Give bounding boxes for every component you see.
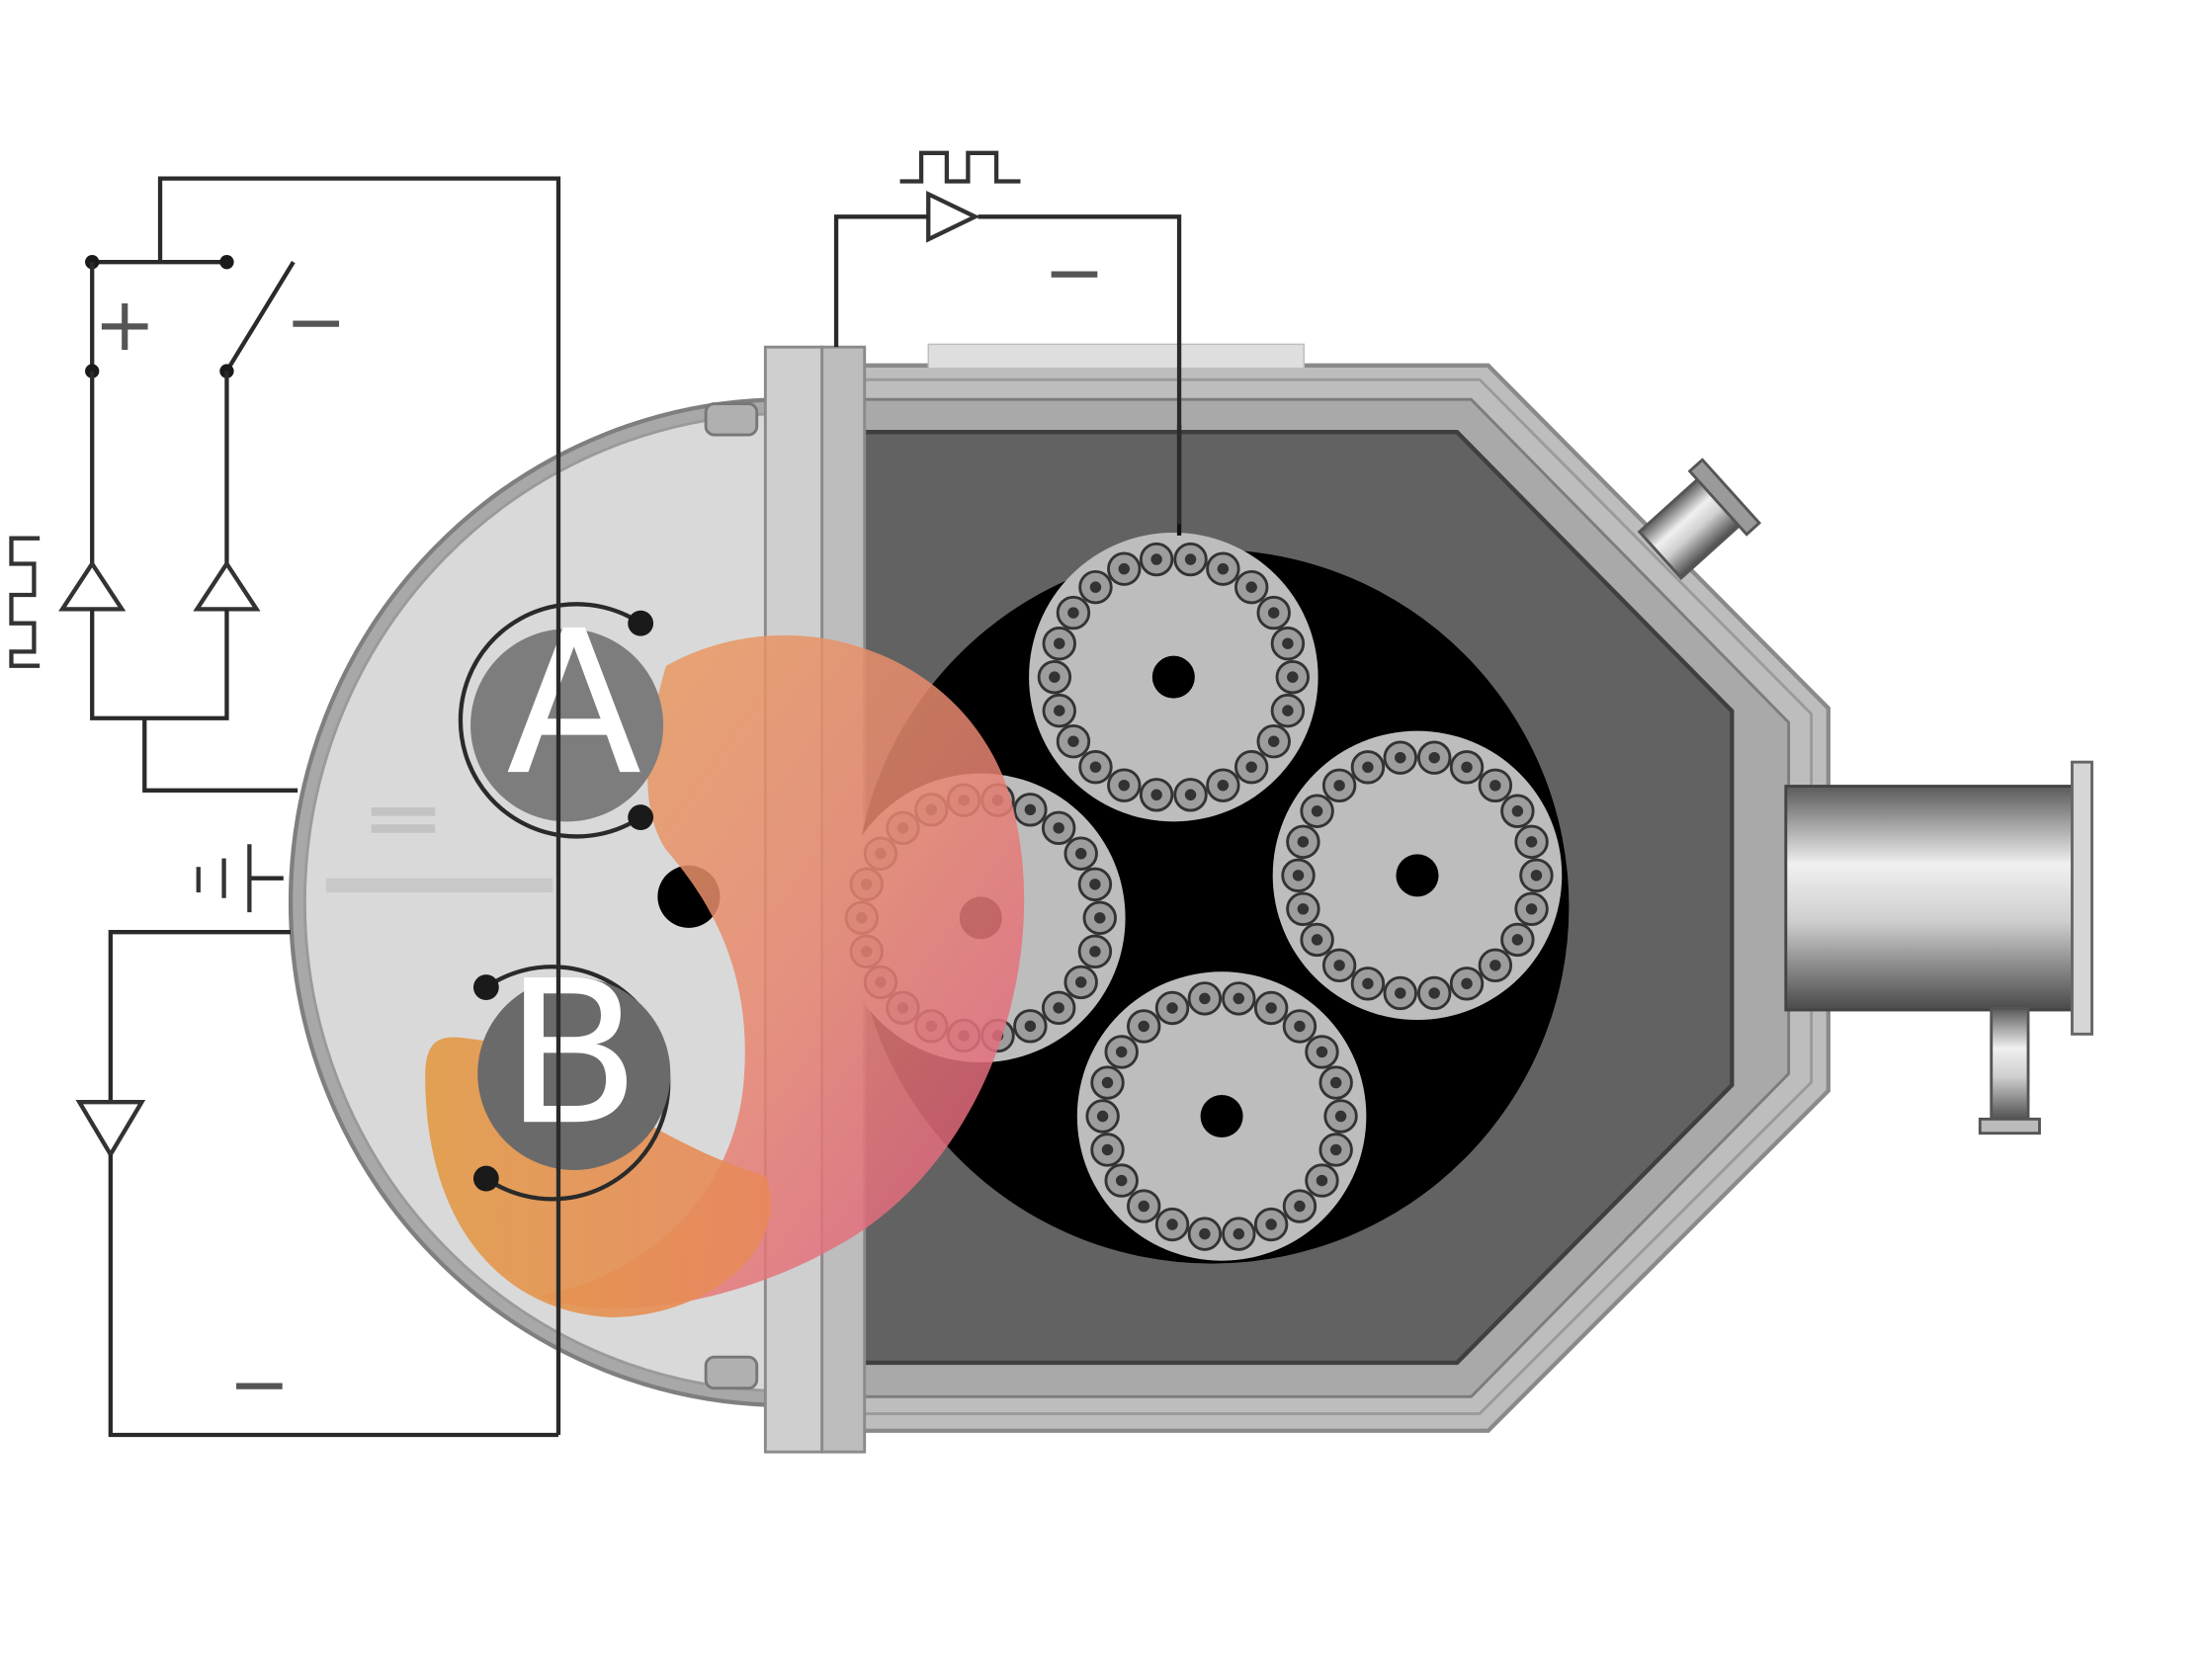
substrate-fixture-center	[1525, 836, 1538, 848]
substrate-fixture-center	[1089, 581, 1102, 593]
substrate-fixture-center	[1316, 1046, 1328, 1058]
substrate-fixture-center	[1461, 977, 1473, 990]
substrate-fixture-center	[1489, 960, 1501, 971]
switch-plus-sign: +	[94, 282, 155, 368]
substrate-fixture-center	[1118, 779, 1131, 792]
substrate-fixture-center	[1265, 1002, 1277, 1014]
substrate-fixture-center	[1428, 987, 1440, 999]
substrate-fixture-center	[1024, 803, 1037, 816]
substrate-fixture-center	[1525, 903, 1538, 915]
pulse-minus-sign: −	[1044, 229, 1105, 315]
bias-minus-sign: −	[228, 1341, 290, 1427]
substrate-fixture-center	[1395, 751, 1406, 764]
substrate-fixture-center	[1395, 987, 1406, 999]
substrate-fixture-center	[1074, 976, 1087, 988]
substrate-fixture-center	[1511, 805, 1524, 817]
substrate-fixture-center	[1267, 735, 1280, 747]
substrate-fixture-center	[1489, 780, 1501, 792]
substrate-fixture-center	[1245, 761, 1257, 773]
substrate-fixture-center	[1101, 1076, 1114, 1089]
substrate-fixture-center	[1333, 960, 1345, 971]
cathode-b-label: B	[504, 939, 640, 1169]
substrate-fixture-center	[1294, 1200, 1306, 1213]
substrate-fixture-center	[1096, 1110, 1109, 1123]
substrate-fixture-center	[1067, 735, 1079, 747]
substrate-holder-axle	[1151, 655, 1195, 699]
substrate-fixture-center	[1267, 607, 1280, 619]
substrate-fixture-center	[1067, 607, 1079, 619]
substrate-fixture-center	[1184, 789, 1197, 801]
substrate-fixture-center	[1233, 992, 1245, 1005]
substrate-fixture-center	[1138, 1020, 1149, 1033]
substrate-fixture-center	[1089, 946, 1101, 958]
substrate-fixture-center	[1199, 1227, 1211, 1240]
substrate-fixture-center	[1199, 992, 1211, 1005]
substrate-fixture-center	[1101, 1143, 1114, 1156]
substrate-fixture-center	[1089, 761, 1102, 773]
substrate-fixture-center	[1049, 671, 1061, 683]
substrate-fixture-center	[1287, 671, 1299, 683]
substrate-fixture-center	[1428, 751, 1440, 764]
substrate-fixture-center	[1233, 1227, 1245, 1240]
substrate-fixture-center	[1054, 705, 1065, 716]
substrate-fixture-center	[1166, 1218, 1178, 1230]
substrate-fixture-center	[1089, 879, 1101, 890]
substrate-fixture-center	[1217, 779, 1230, 792]
substrate-fixture-center	[1292, 870, 1305, 882]
substrate-fixture-center	[1166, 1002, 1178, 1014]
cathode-a-label: A	[506, 589, 641, 819]
cathode-a: A	[458, 589, 664, 839]
substrate-fixture-center	[1245, 581, 1257, 593]
substrate-fixture-center	[1297, 903, 1310, 915]
battery-circuit: −	[75, 844, 558, 1438]
substrate-fixture-center	[1094, 912, 1106, 924]
pulse-waveform-left	[9, 536, 41, 668]
bias-circuit: −	[833, 150, 1182, 525]
substrate-fixture-center	[1329, 1076, 1342, 1089]
substrate-fixture-center	[1311, 805, 1323, 817]
substrate-fixture-center	[1118, 562, 1131, 575]
substrate-fixture-center	[1115, 1174, 1128, 1187]
pulse-waveform-top	[899, 150, 1021, 184]
substrate-fixture-center	[1265, 1218, 1277, 1230]
substrate-fixture-center	[1053, 1002, 1064, 1014]
substrate-fixture-center	[1530, 870, 1543, 882]
substrate-fixture-center	[1362, 977, 1374, 990]
substrate-fixture-center	[1150, 789, 1162, 801]
substrate-fixture-center	[1074, 848, 1087, 860]
substrate-fixture-center	[1150, 553, 1162, 565]
substrate-fixture-center	[1115, 1046, 1128, 1058]
substrate-fixture-center	[1334, 1110, 1347, 1123]
substrate-fixture-center	[1511, 934, 1524, 946]
substrate-fixture-center	[1461, 761, 1473, 774]
substrate-fixture-center	[1054, 637, 1065, 649]
substrate-fixture-center	[1329, 1143, 1342, 1156]
substrate-fixture-center	[1333, 780, 1345, 792]
dual-pulse-circuit: + −	[9, 176, 561, 1436]
substrate-fixture-center	[1217, 562, 1230, 575]
switch-minus-sign: −	[286, 279, 347, 365]
substrate-fixture-center	[1311, 934, 1323, 946]
substrate-fixture-center	[1138, 1200, 1149, 1213]
substrate-fixture-center	[1297, 836, 1310, 848]
substrate-holder-axle	[1396, 854, 1439, 897]
substrate-fixture-center	[1316, 1174, 1328, 1187]
pump-pipe	[1784, 760, 2093, 1135]
side-port	[1637, 458, 1761, 580]
substrate-fixture-center	[1282, 705, 1294, 716]
substrate-fixture-center	[1362, 761, 1374, 774]
cathode-b: B	[472, 939, 671, 1202]
substrate-fixture-center	[1184, 553, 1197, 565]
substrate-fixture-center	[1282, 637, 1294, 649]
substrate-fixture-center	[1294, 1020, 1306, 1033]
substrate-fixture-center	[1024, 1020, 1037, 1033]
substrate-holder-axle	[1200, 1095, 1243, 1138]
substrate-fixture-center	[1053, 822, 1064, 834]
